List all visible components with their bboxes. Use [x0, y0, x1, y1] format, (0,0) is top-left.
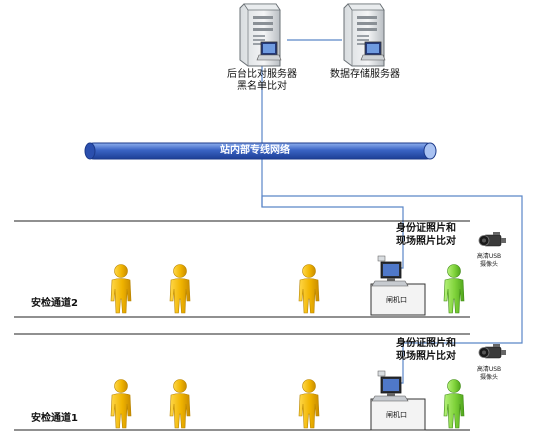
lane2-link-line: [261, 156, 404, 269]
compare-server-icon: [239, 3, 282, 67]
compare-server-label: 后台比对服务器 黑名单比对: [222, 69, 302, 92]
lane2-waiting-person: [110, 264, 132, 314]
lane1-camera-line1: 高清USB: [476, 366, 502, 373]
lane1-label: 安检通道1: [31, 413, 78, 424]
lane2-verified-person: [443, 264, 465, 314]
lane1-waiting-person: [298, 379, 320, 429]
lane1-camera-label: 高清USB 摄像头: [472, 366, 506, 382]
lane1-link-line: [261, 195, 523, 384]
lane1-waiting-person: [110, 379, 132, 429]
lane2-gate-label: 闸机口: [386, 296, 407, 304]
lane2-camera-line1: 高清USB: [476, 253, 502, 260]
lane2-camera-label: 高清USB 摄像头: [472, 253, 506, 269]
lane2-compare-line2: 现场照片比对: [396, 236, 456, 247]
lane2-waiting-person: [298, 264, 320, 314]
lane1-gate-booth: [370, 398, 426, 431]
storage-server-label: 数据存储服务器: [330, 69, 400, 80]
lane1-gate-label: 闸机口: [386, 411, 407, 419]
lane2-compare-label: 身份证照片和 现场照片比对: [396, 222, 456, 248]
lane2-camera-icon: [478, 231, 507, 247]
network-label: 站内部专线网络: [220, 145, 290, 156]
lane2-label: 安检通道2: [31, 298, 78, 309]
lane1-waiting-person: [169, 379, 191, 429]
compare-server-title: 后台比对服务器: [227, 69, 297, 80]
lane1-compare-line2: 现场照片比对: [396, 351, 456, 362]
storage-server-icon: [343, 3, 386, 67]
lane2-waiting-person: [169, 264, 191, 314]
lane2-gate-booth: [370, 283, 426, 316]
lane1-verified-person: [443, 379, 465, 429]
lane1-camera-icon: [478, 343, 507, 359]
lane1-compare-line1: 身份证照片和: [396, 338, 456, 349]
lane2-compare-line1: 身份证照片和: [396, 223, 456, 234]
network-pipe: [84, 142, 437, 160]
lane1-camera-line2: 摄像头: [479, 374, 498, 381]
lane1-compare-label: 身份证照片和 现场照片比对: [396, 337, 456, 363]
lane2-camera-line2: 摄像头: [479, 261, 498, 268]
compare-server-subtitle: 黑名单比对: [237, 80, 287, 92]
